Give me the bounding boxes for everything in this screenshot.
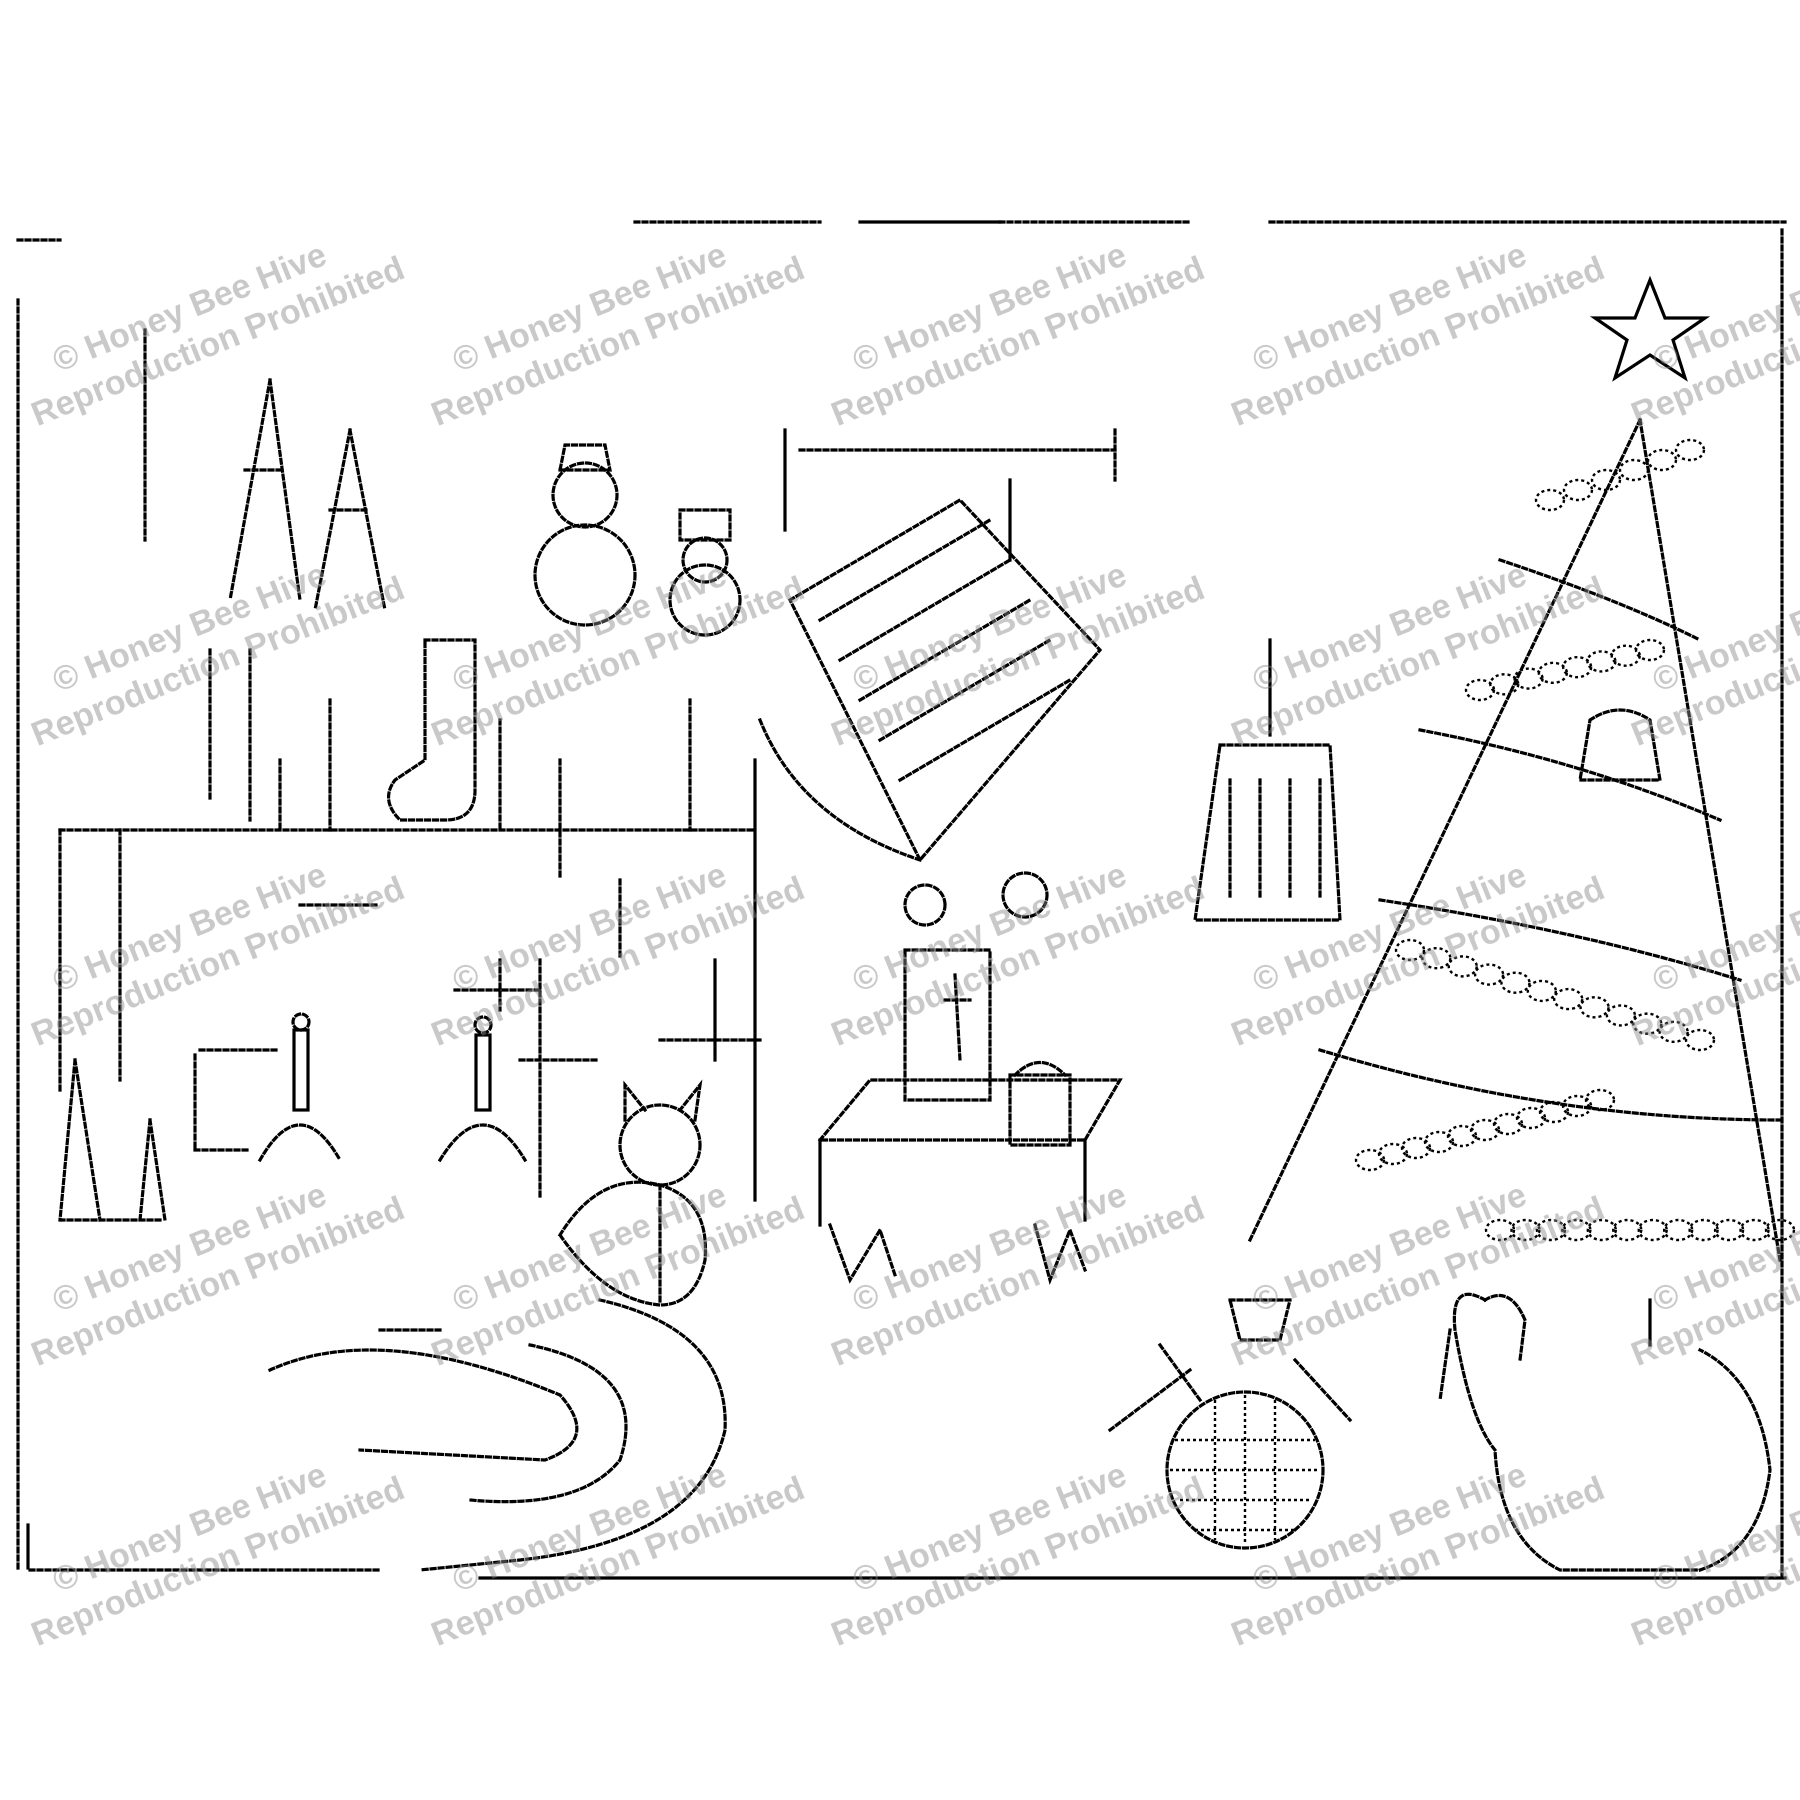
garland-bead — [1535, 1218, 1567, 1242]
watermark-text: © Honey Bee HiveReproduction Prohibited — [1610, 530, 1800, 753]
garland-bead — [1500, 971, 1531, 994]
garland-bead — [1484, 1218, 1516, 1242]
garland-bead — [1764, 1218, 1796, 1242]
gift-bag-icon — [903, 871, 1049, 1102]
stocking-icon — [387, 638, 477, 822]
garland-icon — [1354, 438, 1796, 1242]
watermark-text: © Honey Bee HiveReproduction Prohibited — [10, 530, 409, 753]
watermark-text: © Honey Bee HiveReproduction Prohibited — [1210, 210, 1609, 433]
garland-bead — [1713, 1218, 1745, 1242]
watermark-text: © Honey Bee HiveReproduction Prohibited — [410, 210, 809, 433]
mantel-clock-icon — [143, 328, 387, 832]
garland-bead — [1646, 448, 1678, 472]
garland-bead — [1469, 1118, 1501, 1142]
garland-bead — [1423, 1130, 1455, 1154]
watermark-text: © Honey Bee HiveReproduction Prohibited — [810, 1150, 1209, 1373]
watermark-text: © Honey Bee HiveReproduction Prohibited — [1210, 830, 1609, 1053]
watermark-text: © Honey Bee HiveReproduction Prohibited — [10, 830, 409, 1053]
snowman-icon — [533, 443, 637, 627]
garland-bead — [1634, 638, 1666, 662]
braided-rug-icon — [267, 1298, 727, 1572]
watermark-text: © Honey Bee HiveReproduction Prohibited — [1610, 1150, 1800, 1373]
watermark-text: © Honey Bee HiveReproduction Prohibited — [10, 1150, 409, 1373]
garland-bead — [1662, 1218, 1694, 1242]
watermark-text: © Honey Bee HiveReproduction Prohibited — [1610, 1430, 1800, 1653]
garland-bead — [1526, 979, 1558, 1003]
garland-bead — [1354, 1148, 1386, 1172]
watermark-layer: © Honey Bee HiveReproduction Prohibited©… — [10, 210, 1800, 1653]
garland-bead — [1590, 468, 1622, 492]
garland-bead — [1637, 1218, 1668, 1242]
garland-bead — [1618, 458, 1650, 482]
basket-icon — [1008, 1060, 1072, 1147]
garland-bead — [1447, 955, 1478, 978]
garland-bead — [1684, 1028, 1716, 1052]
sled-icon — [757, 497, 1103, 863]
garland-bead — [1421, 946, 1452, 970]
garland-bead — [1562, 478, 1594, 502]
garland-bead — [1538, 1100, 1570, 1124]
garland-bead — [1515, 1106, 1547, 1130]
garland-bead — [1561, 1218, 1592, 1242]
garland-bead — [1688, 1218, 1719, 1242]
garland-bead — [1579, 996, 1610, 1019]
watermark-text: © Honey Bee HiveReproduction Prohibited — [810, 830, 1209, 1053]
cat-icon — [558, 1079, 708, 1307]
swan-icon — [1438, 1292, 1772, 1572]
garland-bead — [1552, 987, 1584, 1011]
watermark-text: © Honey Bee HiveReproduction Prohibited — [1610, 830, 1800, 1053]
garland-bead — [1612, 1218, 1643, 1242]
wall-shelf-icon — [783, 428, 1117, 562]
watermark-text: © Honey Bee HiveReproduction Prohibited — [10, 1430, 409, 1653]
garland-bead — [1510, 1218, 1541, 1242]
watermark-text: © Honey Bee HiveReproduction Prohibited — [410, 530, 809, 753]
garland-bead — [1632, 1012, 1663, 1035]
garland-bead — [1586, 1218, 1618, 1242]
small-table-icon — [816, 1078, 1123, 1286]
watermark-text: © Honey Bee HiveReproduction Prohibited — [410, 1150, 809, 1373]
lampshade-icon — [1193, 638, 1342, 922]
star-icon — [1589, 275, 1711, 382]
watermark-text: © Honey Bee HiveReproduction Prohibited — [1210, 1150, 1609, 1373]
watermark-text: © Honey Bee HiveReproduction Prohibited — [810, 1430, 1209, 1653]
garland-bead — [1605, 1004, 1637, 1027]
watermark-text: © Honey Bee HiveReproduction Prohibited — [10, 210, 409, 433]
toy-soldier-icon — [668, 508, 742, 637]
garland-bead — [1739, 1218, 1770, 1242]
garland-bead — [1584, 1088, 1616, 1112]
garland-bead — [1534, 488, 1566, 512]
garland-bead — [1492, 1112, 1524, 1136]
garland-bead — [1394, 938, 1426, 962]
candle-icon — [257, 1012, 528, 1163]
garland-bead — [1446, 1124, 1478, 1148]
garland-bead — [1473, 963, 1505, 986]
christmas-tree-icon — [1247, 417, 1782, 1262]
watermark-text: © Honey Bee HiveReproduction Prohibited — [810, 210, 1209, 433]
garland-bead — [1400, 1136, 1432, 1160]
fireplace-icon — [58, 698, 762, 1202]
pinecone-basket-icon — [1107, 1298, 1353, 1550]
watermark-text: © Honey Bee HiveReproduction Prohibited — [1210, 1430, 1609, 1653]
broom-icon — [58, 1053, 252, 1222]
bell-icon — [1578, 708, 1662, 782]
garland-bead — [1674, 438, 1706, 462]
watermark-text: © Honey Bee HiveReproduction Prohibited — [1610, 210, 1800, 433]
border-frame — [16, 220, 1787, 1580]
watermark-text: © Honey Bee HiveReproduction Prohibited — [410, 830, 809, 1053]
garland-bead — [1377, 1142, 1409, 1166]
garland-bead — [1658, 1020, 1689, 1044]
garland-bead — [1561, 1094, 1593, 1118]
